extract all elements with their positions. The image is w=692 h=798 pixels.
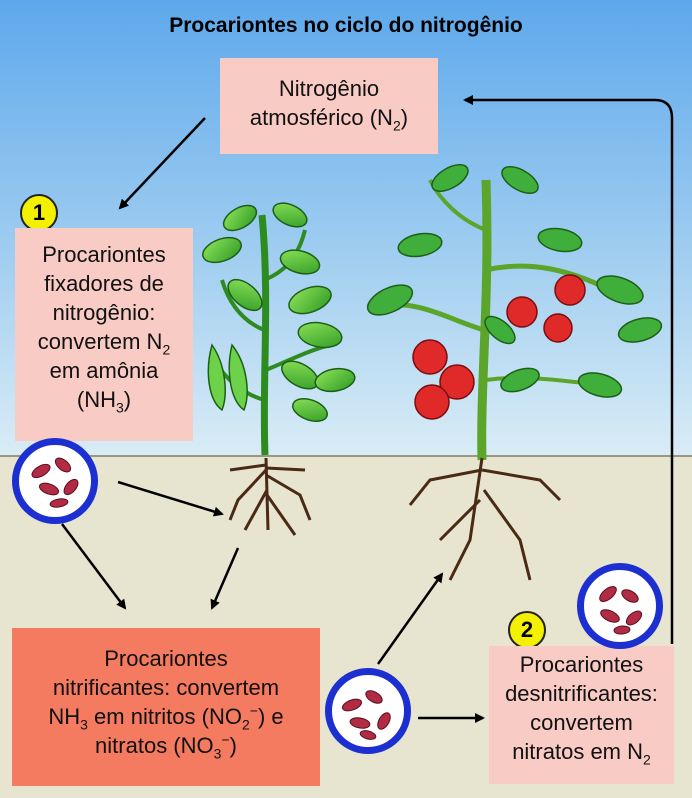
arrow-fixers-to-legume-roots bbox=[117, 480, 224, 517]
nitrifiers-line-2: nitrificantes: convertem bbox=[52, 675, 280, 700]
denitrifiers-line-2: desnitrificantes: bbox=[505, 681, 658, 706]
denitrifier-bacteria-circle bbox=[577, 563, 663, 649]
arrow-fixers-to-nitrifiers bbox=[61, 523, 127, 610]
denitrifiers-line-4: nitratos em N2 bbox=[512, 739, 651, 768]
fixers-line-6: (NH3) bbox=[76, 387, 132, 416]
nitrogen-fixers-box: Procariontes fixadores de nitrogênio: co… bbox=[15, 228, 193, 441]
denitrifiers-line-1: Procariontes bbox=[519, 652, 644, 677]
fixers-line-3: nitrogênio: bbox=[52, 300, 156, 325]
bacteria-icon bbox=[31, 457, 79, 508]
fixer-bacteria-circle bbox=[12, 438, 98, 524]
nitrifiers-line-1: Procariontes bbox=[104, 646, 228, 671]
arrow-nitrifiers-to-tomato-roots bbox=[376, 572, 444, 665]
arrow-roots-to-nitrifiers bbox=[210, 547, 240, 610]
bacteria-icon bbox=[341, 690, 391, 740]
fixers-line-1: Procariontes bbox=[42, 242, 166, 267]
nitrifiers-box: Procariontes nitrificantes: convertem NH… bbox=[12, 628, 320, 786]
nitrifiers-line-4: nitratos (NO3−) bbox=[95, 731, 237, 762]
atmospheric-nitrogen-box: Nitrogênio atmosférico (N2) bbox=[220, 58, 438, 154]
fixers-line-2: fixadores de bbox=[44, 271, 164, 296]
denitrifiers-line-3: convertem bbox=[530, 710, 633, 735]
bacteria-icon bbox=[599, 586, 643, 635]
n2-line-2: atmosférico (N2) bbox=[249, 105, 409, 134]
n2-line-1: Nitrogênio bbox=[278, 76, 380, 101]
denitrifiers-box: Procariontes desnitrificantes: convertem… bbox=[489, 646, 674, 784]
nitrifier-bacteria-circle bbox=[325, 668, 411, 754]
arrow-n2-to-fixers bbox=[118, 117, 206, 210]
fixers-line-4: convertem N2 bbox=[37, 329, 171, 358]
fixers-line-5: em amônia bbox=[49, 358, 159, 383]
tomato-plant bbox=[366, 164, 663, 581]
diagram-title: Procariontes no ciclo do nitrogênio bbox=[169, 14, 523, 37]
nitrifiers-line-3: NH3 em nitritos (NO2−) e bbox=[48, 702, 284, 733]
step-badge-2: 2 bbox=[508, 611, 546, 649]
legume-plant bbox=[202, 202, 356, 536]
arrow-denitrifiers-to-n2 bbox=[463, 95, 674, 644]
